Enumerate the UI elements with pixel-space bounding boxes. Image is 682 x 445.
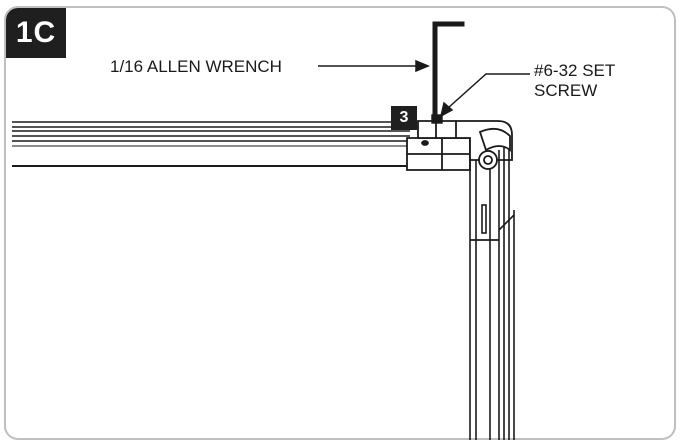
- part-number-badge: 3: [391, 106, 417, 130]
- set-screw: [431, 114, 443, 124]
- callout-leaders: [318, 59, 530, 118]
- allen-wrench-callout: 1/16 ALLEN WRENCH: [110, 57, 282, 76]
- horizontal-rail: [12, 121, 420, 167]
- pivot-knob: [478, 127, 511, 170]
- figure-frame: 1C: [4, 6, 676, 440]
- vertical-leg: [469, 140, 515, 440]
- set-screw-callout-line2: SCREW: [534, 81, 598, 100]
- set-screw-callout-line1: #6-32 SET: [534, 61, 616, 80]
- allen-wrench: [432, 21, 465, 115]
- step-label-badge: 1C: [6, 8, 66, 58]
